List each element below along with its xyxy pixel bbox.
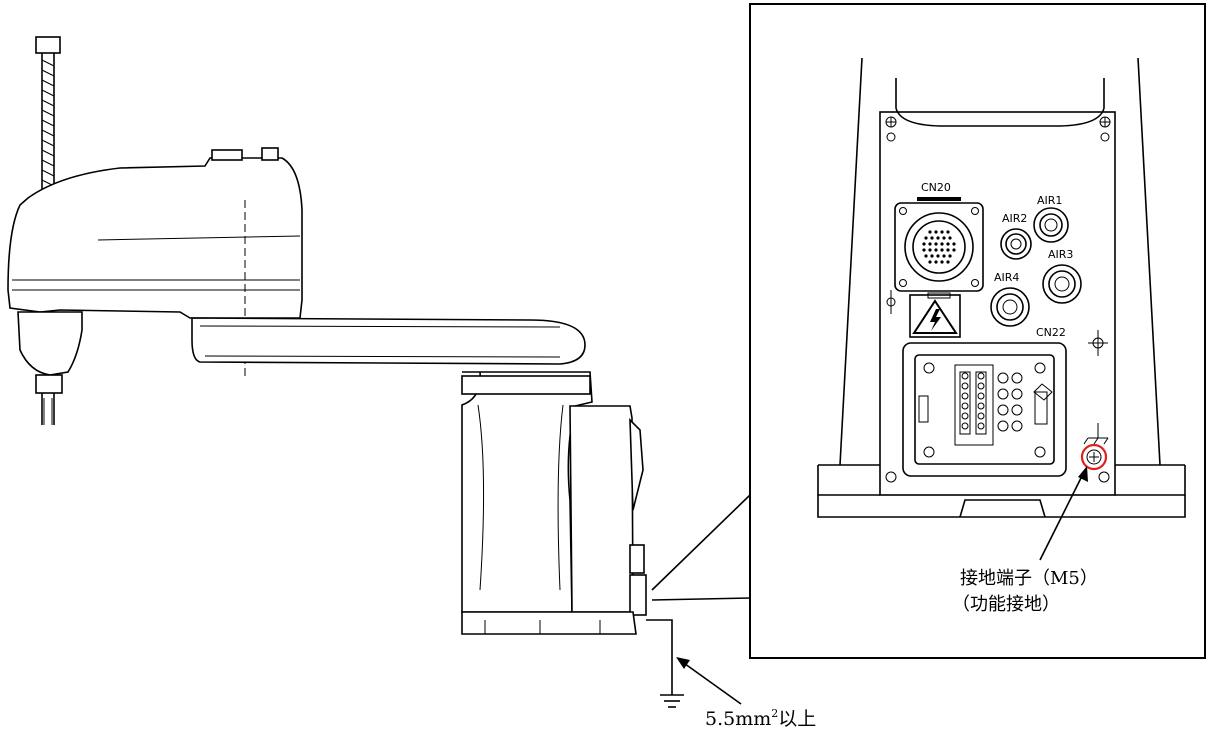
ground-terminal-m5 [1080, 443, 1108, 471]
spline-housing [17, 311, 83, 376]
base-rear-cover [569, 405, 634, 613]
arrow-head [676, 657, 690, 669]
base-foot [461, 611, 637, 635]
rear-air-fitting [629, 544, 645, 574]
rear-panel-plate [879, 111, 1116, 496]
rear-connector-cn22 [629, 574, 647, 616]
shaft-top-cap [35, 36, 61, 54]
callout-line-top [651, 494, 751, 591]
air3-label: AIR3 [1048, 248, 1073, 261]
panel-screw-bottom-right [1098, 471, 1110, 483]
top-fitting [261, 147, 279, 161]
arm1 [191, 317, 586, 365]
shaft-thread [41, 59, 55, 197]
air1-port [1033, 207, 1069, 243]
ground-wire-arrow [676, 657, 742, 705]
detail-panel: CN20 AIR1 AIR2 AIR3 [817, 57, 1186, 615]
ground-terminal-label: 接地端子（M5） [960, 568, 1098, 589]
cn20-part-number-plate [917, 197, 961, 201]
spline-flange [35, 374, 63, 394]
reference-mark-left [886, 290, 896, 314]
panel-screw-bottom-left [885, 471, 897, 483]
top-connector-block [211, 149, 243, 161]
ground-terminal-pointer [1039, 466, 1088, 561]
base-top-plate [461, 375, 591, 395]
panel-screw-top-right [1099, 116, 1111, 142]
arm2-housing [7, 157, 303, 319]
reference-mark-right [1088, 330, 1108, 356]
air3-port [1042, 264, 1082, 304]
callout-line-bottom [651, 597, 751, 601]
air4-label: AIR4 [994, 271, 1019, 284]
air4-port [990, 287, 1030, 327]
ground-wire [646, 619, 684, 708]
air2-label: AIR2 [1002, 212, 1027, 225]
cn22-connector [902, 342, 1067, 477]
cn20-label: CN20 [921, 181, 951, 194]
panel-screw-top-left [885, 116, 897, 142]
air2-port [1000, 228, 1032, 260]
functional-earth-label: （功能接地） [952, 594, 1060, 615]
electric-hazard-icon [909, 294, 961, 338]
cn22-label: CN22 [1036, 326, 1066, 339]
wire-size-label: 5.5mm2以上 [705, 707, 816, 730]
air1-label: AIR1 [1037, 194, 1062, 207]
cn20-connector [894, 202, 984, 299]
highlight-circle [1080, 443, 1108, 471]
scara-robot [7, 36, 647, 635]
rear-connector-cn20 [629, 418, 644, 511]
functional-earth-symbol [1083, 423, 1109, 445]
detail-view-frame [749, 3, 1206, 659]
